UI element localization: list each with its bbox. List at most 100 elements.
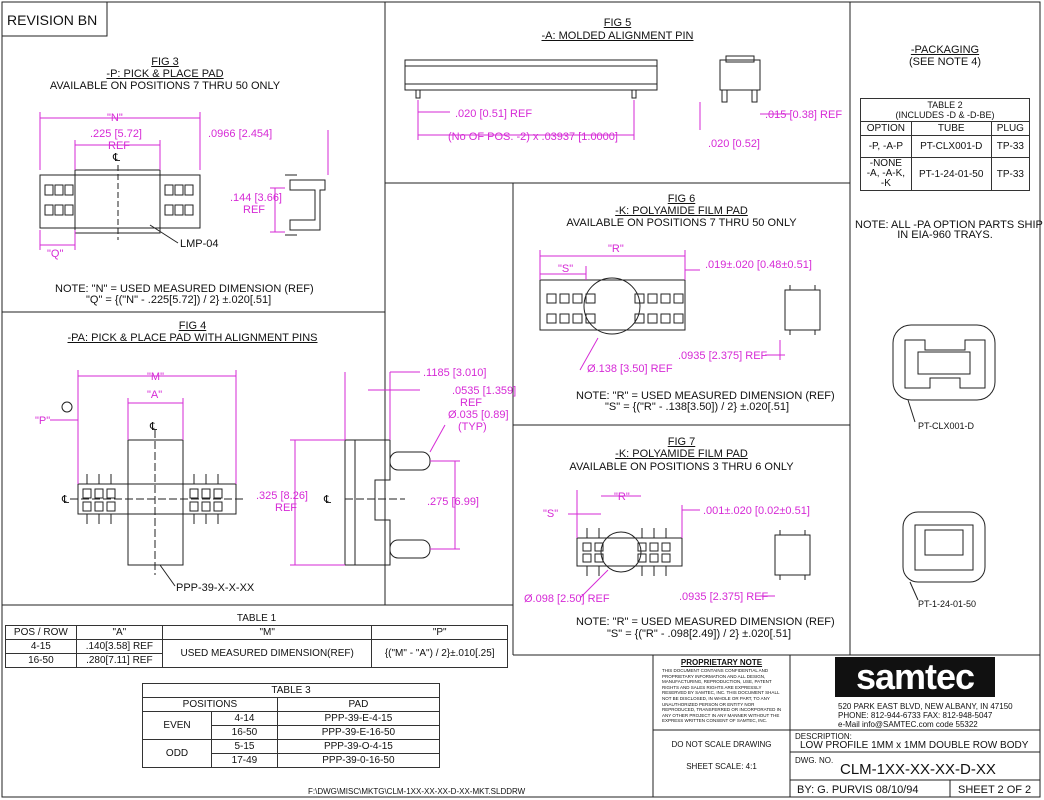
- fig7-dim-dia098: Ø.098 [2.50] REF: [524, 593, 610, 605]
- fig4-dim-typ: (TYP): [458, 421, 487, 433]
- fig3-dim-q: "Q": [47, 248, 64, 260]
- fig7-note-line2: "S" = {("R" - .098[2.49]) / 2} ±.020[.51…: [607, 628, 792, 640]
- fig6-note-line2: "S" = {("R" - .138[3.50]) / 2} ±.020[.51…: [605, 401, 790, 413]
- fig4-dim-a: "A": [147, 389, 163, 401]
- packaging-subtitle: (SEE NOTE 4): [908, 56, 982, 68]
- do-not-scale: DO NOT SCALE DRAWING: [671, 740, 772, 749]
- table3-odd: ODD: [141, 739, 213, 768]
- fig7-note-line1: NOTE: "R" = USED MEASURED DIMENSION (REF…: [576, 616, 835, 628]
- fig4-dim-275: .275 [6.99]: [427, 496, 479, 508]
- table3-cell: 16-50: [211, 725, 278, 740]
- fig3-contacts: [44, 184, 194, 216]
- table3-cell: PPP-39-0-16-50: [276, 753, 441, 768]
- dwg-no-value: CLM-1XX-XX-XX-D-XX: [840, 761, 996, 778]
- fig5-dim-020-ref: .020 [0.51] REF: [455, 108, 533, 120]
- fig6-subtitle: -K: POLYAMIDE FILM PAD: [615, 205, 748, 217]
- fig4-subtitle: -PA: PICK & PLACE PAD WITH ALIGNMENT PIN…: [67, 332, 318, 344]
- fig3-part-label: LMP-04: [180, 238, 219, 250]
- fig4-dim-0535-ref: REF: [460, 397, 482, 409]
- fig6-availability: AVAILABLE ON POSITIONS 7 THRU 50 ONLY: [566, 217, 797, 229]
- fig5-dim-020: .020 [0.52]: [708, 138, 760, 150]
- fig3-dim-225: .225 [5.72]: [90, 128, 142, 140]
- sheet-number: SHEET 2 OF 2: [958, 784, 1032, 796]
- fig5-title: FIG 5: [603, 17, 632, 29]
- description-value: LOW PROFILE 1MM x 1MM DOUBLE ROW BODY: [800, 740, 1029, 751]
- fig6-dim-0935: .0935 [2.375] REF: [678, 350, 768, 362]
- packaging-title: -PACKAGING: [910, 44, 980, 56]
- fig4-title: FIG 4: [178, 320, 207, 332]
- fig7-availability: AVAILABLE ON POSITIONS 3 THRU 6 ONLY: [569, 461, 794, 473]
- table2-subtitle: (INCLUDES -D & -D-BE): [895, 110, 995, 120]
- fig3-availability: AVAILABLE ON POSITIONS 7 THRU 50 ONLY: [49, 80, 281, 92]
- fig4-centerline-left-icon: ℄: [62, 494, 70, 506]
- fig3-note-line2: "Q" = {("N" - .225[5.72]) / 2} ±.020[.51…: [86, 294, 272, 306]
- fig4-drawing: [50, 370, 460, 587]
- fig3-dim-144-ref: REF: [243, 204, 265, 216]
- address-line3: e-Mail info@SAMTEC.com code 55322: [838, 720, 978, 729]
- fig7-subtitle: -K: POLYAMIDE FILM PAD: [615, 448, 748, 460]
- table2-title: TABLE 2: [927, 100, 963, 110]
- fig6-drawing: [539, 250, 821, 371]
- tube1-label: PT-CLX001-D: [918, 421, 975, 431]
- sheet-scale: SHEET SCALE: 4:1: [686, 762, 757, 771]
- fig7-dim-0935: .0935 [2.375] REF: [679, 591, 769, 603]
- packaging-tube-drawings: [892, 324, 996, 601]
- fig6-dim-dia138: Ø.138 [3.50] REF: [587, 363, 673, 375]
- file-path: F:\DWG\MISC\MKTG\CLM-1XX-XX-XX-D-XX-MKT.…: [308, 787, 526, 796]
- fig4-dim-dia035: Ø.035 [0.89]: [448, 409, 509, 421]
- fig7-dim-001: .001±.020 [0.02±0.51]: [703, 505, 810, 517]
- tube2-label: PT-1-24-01-50: [918, 599, 977, 609]
- table3-cell: 17-49: [211, 753, 278, 768]
- table3-cell: PPP-39-O-4-15: [276, 739, 441, 754]
- fig3-title: FIG 3: [151, 56, 179, 68]
- fig4-dim-p: "P": [35, 415, 51, 427]
- fig4-dim-1185: .1185 [3.010]: [423, 367, 487, 379]
- fig4-dim-325: .325 [8.26]: [256, 490, 308, 502]
- fig7-drawing: [568, 490, 811, 599]
- fig5-drawing: [404, 55, 790, 140]
- fig5-dim-015: .015 [0.38] REF: [765, 109, 843, 121]
- table1-header-a: "A": [75, 625, 163, 640]
- table1-cell: .140[3.58] REF: [75, 639, 163, 654]
- table1-header-m: "M": [161, 625, 373, 640]
- table1-cell-p: {("M" - "A") / 2}±.010[.25]: [371, 639, 508, 668]
- table3-header-pad: PAD: [276, 697, 441, 712]
- fig4-part-label: PPP-39-X-X-XX: [176, 582, 255, 594]
- table2-cell: TP-33: [990, 157, 1031, 191]
- table2-cell: PT-1-24-01-50: [910, 157, 992, 191]
- fig6-dim-019: .019±.020 [0.48±0.51]: [705, 259, 812, 271]
- fig4-centerline-icon: ℄: [150, 421, 158, 433]
- table1-cell: 4-15: [5, 639, 77, 654]
- fig3-dim-144: .144 [3.66]: [230, 192, 282, 204]
- fig3-centerline-icon: ℄: [113, 152, 121, 164]
- fig7-dim-r: "R": [614, 491, 630, 503]
- fig4-dim-0535: .0535 [1.359]: [452, 385, 517, 397]
- fig6-note-line1: NOTE: "R" = USED MEASURED DIMENSION (REF…: [576, 390, 835, 402]
- table1-title: TABLE 1: [5, 612, 508, 626]
- fig3-subtitle: -P: PICK & PLACE PAD: [106, 68, 224, 80]
- table3-cell: PPP-39-E-16-50: [276, 725, 441, 740]
- samtec-logo: samtec: [835, 657, 995, 697]
- fig3-dim-n: "N": [107, 112, 123, 124]
- fig3-drawing: [39, 112, 329, 250]
- fig5-dim-pitch: (No OF POS. -2) x .03937 [1.0000]: [448, 131, 618, 143]
- fig6-dim-r: "R": [608, 243, 624, 255]
- table3-even: EVEN: [141, 711, 213, 740]
- proprietary-note-title: PROPRIETARY NOTE: [680, 658, 763, 667]
- fig4-dim-325-ref: REF: [275, 502, 297, 514]
- table3-header-positions: POSITIONS: [142, 697, 278, 712]
- fig5-subtitle: -A: MOLDED ALIGNMENT PIN: [541, 30, 694, 42]
- table3-cell: 5-15: [211, 739, 278, 754]
- drawn-by: BY: G. PURVIS 08/10/94: [797, 784, 919, 796]
- table3-cell: 4-14: [211, 711, 278, 726]
- revision-label: REVISION BN: [7, 12, 98, 28]
- table3-cell: PPP-39-E-4-15: [276, 711, 441, 726]
- table3-title: TABLE 3: [142, 683, 440, 698]
- table1-cell: 16-50: [5, 653, 77, 668]
- dwg-no-label: DWG. NO.: [795, 756, 834, 765]
- table1: TABLE 1 POS / ROW"A""M""P" 4-15.140[3.58…: [5, 612, 508, 668]
